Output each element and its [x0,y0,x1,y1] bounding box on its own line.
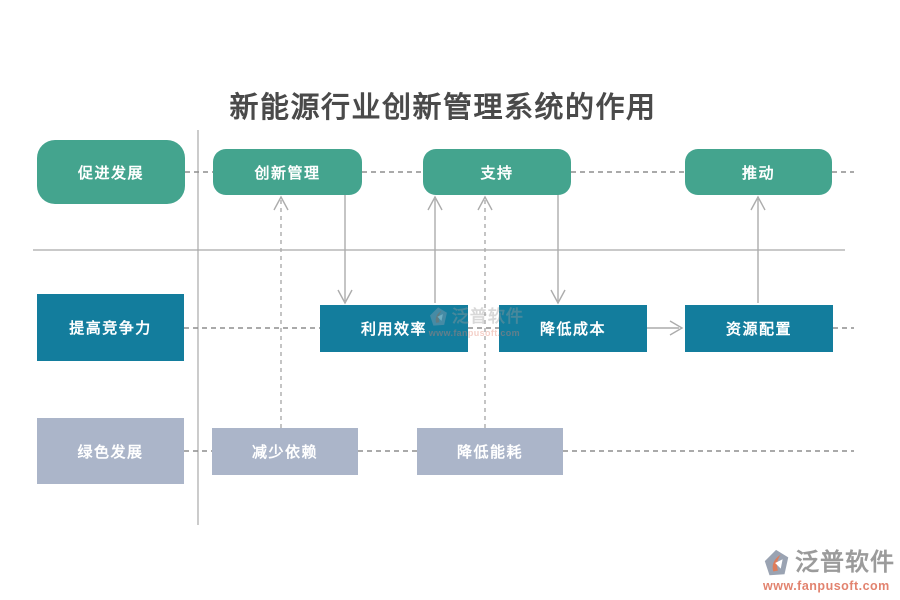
node-promote-development: 促进发展 [37,140,185,204]
node-reduce-energy-consumption: 降低能耗 [417,428,563,475]
arrowhead-right-icon [669,320,684,336]
arrowhead-up-icon [477,195,493,211]
watermark-url: www.fanpusoft.com [763,579,890,593]
node-utilization-efficiency: 利用效率 [320,305,468,352]
watermark: 泛普软件 www.fanpusoft.com [762,548,895,593]
node-improve-competitiveness: 提高竞争力 [37,294,184,361]
arrowhead-up-icon [750,195,766,211]
fanpu-logo-icon [430,307,447,326]
arrowhead-down-icon [550,289,566,305]
node-innovation-management: 创新管理 [213,149,362,195]
watermark-brand: 泛普软件 [451,307,524,327]
diagram-title: 新能源行业创新管理系统的作用 [229,92,657,124]
node-reduce-dependence: 减少依赖 [212,428,358,475]
solid-vertical-arrows [337,193,766,305]
watermark-faint: 泛普软件 www.fanpusoft.com [428,306,524,338]
node-resource-allocation: 资源配置 [685,305,833,352]
node-drive: 推动 [685,149,832,195]
watermark-brand: 泛普软件 [795,550,895,576]
arrowhead-up-icon [427,195,443,211]
node-reduce-cost: 降低成本 [499,305,647,352]
arrowhead-up-icon [273,195,289,211]
node-support: 支持 [423,149,571,195]
node-green-development: 绿色发展 [37,418,184,484]
watermark-url: www.fanpusoft.com [428,328,521,339]
arrowhead-down-icon [337,289,353,305]
fanpu-logo-icon [764,549,789,576]
cost-to-resource-arrow [647,320,684,336]
